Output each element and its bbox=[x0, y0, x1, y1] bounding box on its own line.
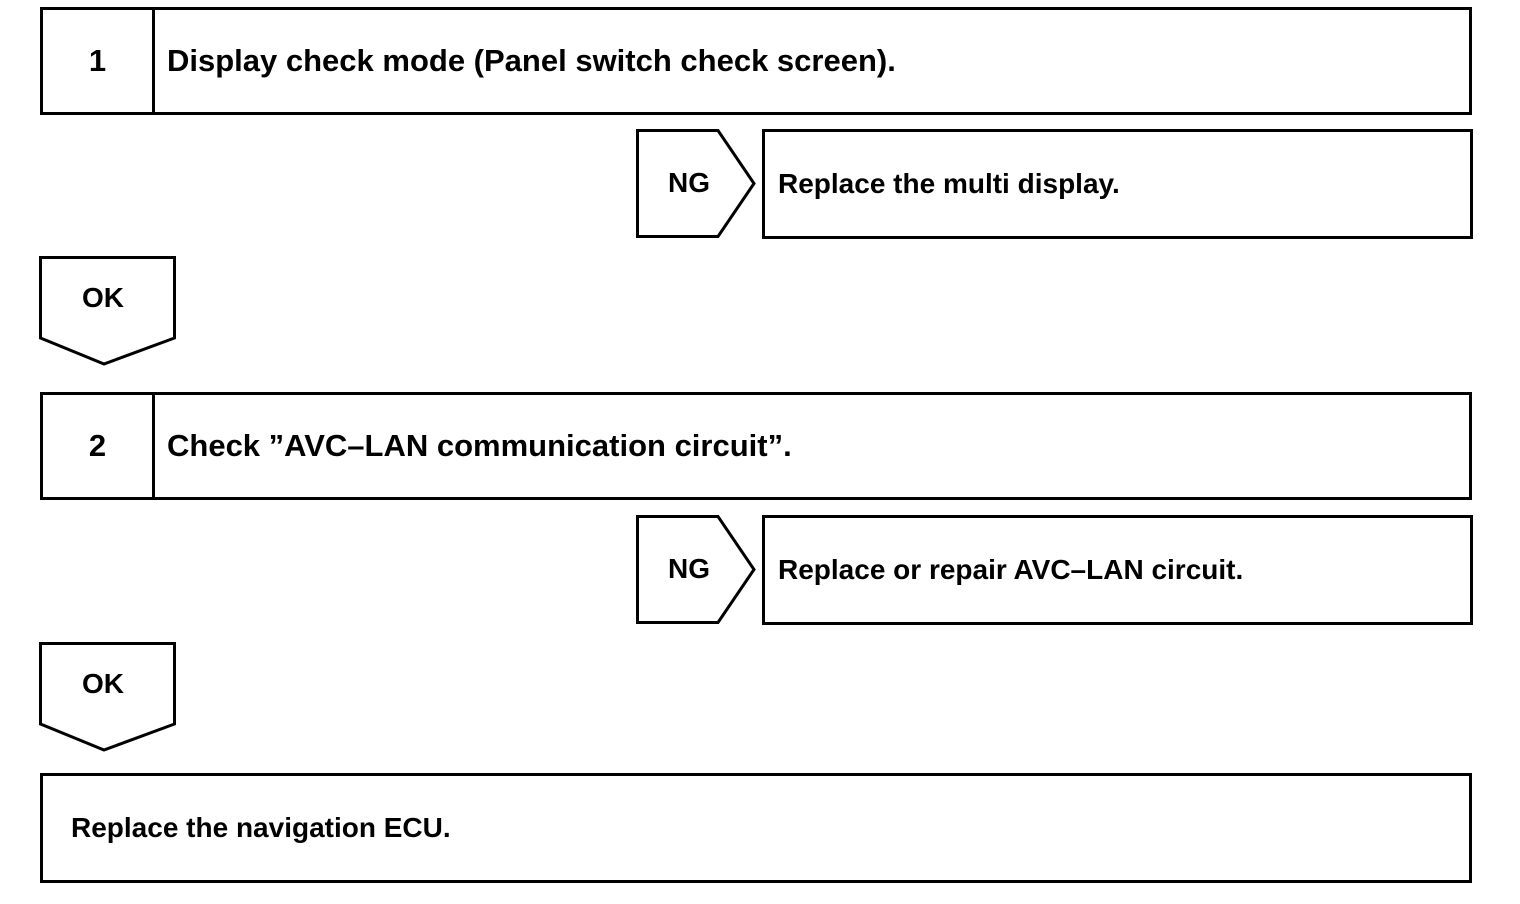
step-2-ng-label: NG bbox=[668, 553, 710, 584]
ng-pointer-shape bbox=[636, 515, 756, 624]
step-2-title: Check ”AVC–LAN communication circuit”. bbox=[167, 428, 792, 463]
final-action-text: Replace the navigation ECU. bbox=[71, 812, 451, 843]
step-2-ng-action-text: Replace or repair AVC–LAN circuit. bbox=[778, 554, 1244, 585]
step-2-ok-pointer: OK bbox=[39, 642, 176, 752]
step-1-ng-pointer: NG bbox=[636, 129, 758, 239]
step-1-box: 1 Display check mode (Panel switch check… bbox=[40, 7, 1472, 115]
step-1-ng-action-text: Replace the multi display. bbox=[778, 168, 1120, 199]
final-action-box: Replace the navigation ECU. bbox=[40, 773, 1472, 883]
ng-pointer-shape bbox=[636, 129, 756, 238]
step-1-title: Display check mode (Panel switch check s… bbox=[167, 43, 896, 78]
step-1-ng-action-box: Replace the multi display. bbox=[762, 129, 1473, 239]
step-2-ng-pointer: NG bbox=[636, 515, 758, 625]
ok-pointer-shape bbox=[39, 642, 176, 752]
step-2-ok-label: OK bbox=[82, 668, 124, 699]
step-2-ng-action-box: Replace or repair AVC–LAN circuit. bbox=[762, 515, 1473, 625]
step-2-box: 2 Check ”AVC–LAN communication circuit”. bbox=[40, 392, 1472, 500]
step-1-ng-label: NG bbox=[668, 167, 710, 198]
step-2-number: 2 bbox=[43, 395, 155, 497]
ok-pointer-shape bbox=[39, 256, 176, 366]
step-1-number: 1 bbox=[43, 10, 155, 112]
step-1-ok-pointer: OK bbox=[39, 256, 176, 366]
step-1-ok-label: OK bbox=[82, 282, 124, 313]
